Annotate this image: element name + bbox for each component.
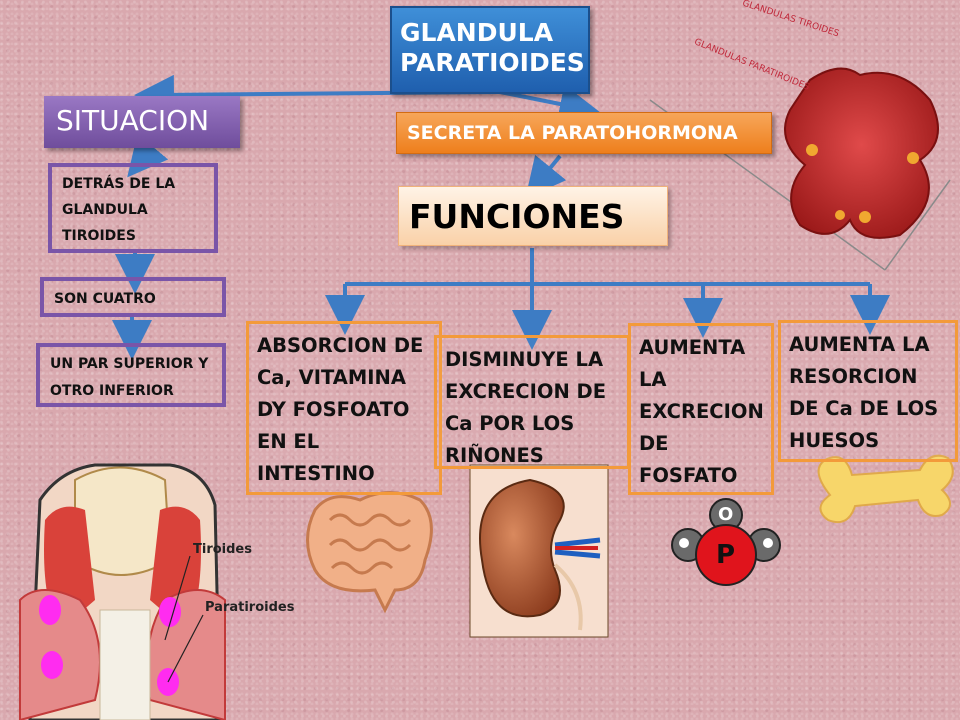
main-title: GLANDULA PARATIOIDES bbox=[400, 18, 585, 77]
intestine-illustration bbox=[308, 493, 432, 611]
situacion-item-2-text: SON CUATRO bbox=[54, 291, 156, 307]
function-box-2: DISMINUYE LA EXCRECION DE Ca POR LOS RIÑ… bbox=[434, 335, 630, 469]
secreta-text: SECRETA LA PARATOHORMONA bbox=[407, 122, 738, 144]
function-box-1: ABSORCION DE Ca, VITAMINA DY FOSFOATO EN… bbox=[246, 321, 442, 495]
situacion-item-1-text: DETRÁS DE LA GLANDULA TIROIDES bbox=[62, 176, 175, 244]
situacion-heading: SITUACION bbox=[56, 104, 209, 137]
situacion-item-2: SON CUATRO bbox=[40, 277, 226, 317]
tiroides-label: Tiroides bbox=[193, 542, 252, 557]
kidney-illustration bbox=[470, 465, 608, 637]
main-title-box: GLANDULA PARATIOIDES bbox=[390, 6, 590, 94]
function-box-3: AUMENTA LA EXCRECION DE FOSFATO bbox=[628, 323, 774, 495]
function-2-text: DISMINUYE LA EXCRECION DE Ca POR LOS RIÑ… bbox=[445, 348, 606, 467]
function-3-text: AUMENTA LA EXCRECION DE FOSFATO bbox=[639, 336, 764, 487]
function-box-4: AUMENTA LA RESORCION DE Ca DE LOS HUESOS bbox=[778, 320, 958, 462]
function-1-text: ABSORCION DE Ca, VITAMINA DY FOSFOATO EN… bbox=[257, 334, 423, 485]
arrow-situacion-to-item1 bbox=[140, 150, 150, 162]
funciones-heading: FUNCIONES bbox=[409, 197, 624, 236]
arrow-title-to-secreta bbox=[500, 92, 580, 108]
situacion-item-3: UN PAR SUPERIOR Y OTRO INFERIOR bbox=[36, 343, 226, 407]
phosphate-p-letter: P bbox=[716, 540, 735, 570]
parathyroid-gland-illustration bbox=[650, 69, 950, 270]
thyroid-anatomy-illustration bbox=[20, 465, 225, 720]
phosphate-oxygen-letter: O bbox=[718, 504, 733, 525]
situacion-item-3-text: UN PAR SUPERIOR Y OTRO INFERIOR bbox=[50, 356, 208, 399]
arrow-secreta-to-funciones bbox=[538, 156, 560, 183]
function-4-text: AUMENTA LA RESORCION DE Ca DE LOS HUESOS bbox=[789, 333, 938, 452]
paratiroides-label: Paratiroides bbox=[205, 600, 294, 615]
situacion-item-1: DETRÁS DE LA GLANDULA TIROIDES bbox=[48, 163, 218, 253]
secreta-box: SECRETA LA PARATOHORMONA bbox=[396, 112, 772, 154]
situacion-heading-box: SITUACION bbox=[44, 96, 240, 148]
funciones-heading-box: FUNCIONES bbox=[398, 186, 668, 246]
bone-illustration bbox=[819, 456, 953, 522]
